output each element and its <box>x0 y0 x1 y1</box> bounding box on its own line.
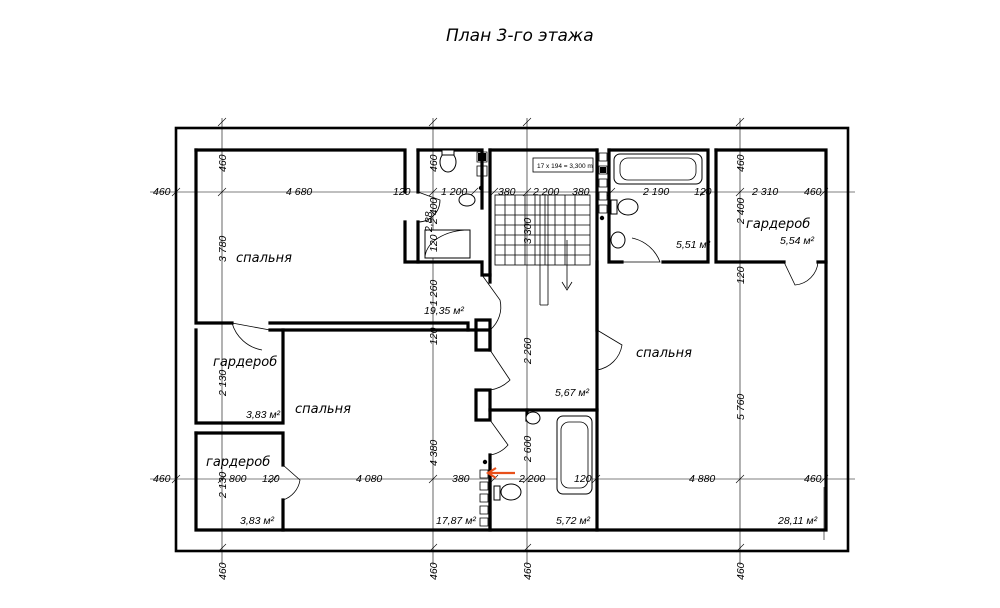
shower-icon <box>424 229 471 259</box>
dim-label: 2 190 <box>642 186 669 198</box>
dim-label: 460 <box>217 154 229 172</box>
fixtures <box>424 149 703 527</box>
dim-label: 120 <box>694 186 712 198</box>
room-area-bedroom-left: 19,35 м² <box>424 305 464 317</box>
dim-label: 120 <box>428 327 440 345</box>
dim-label: 460 <box>153 186 171 198</box>
room-label-bedroom-middle: спальня <box>295 402 351 417</box>
dim-label: 380 <box>498 186 516 198</box>
dim-label: 2 130 <box>217 370 229 397</box>
arrow-icon <box>485 467 515 479</box>
dims-vertical: 460 3 780 2 130 2 130 460 2 400 120 1 26… <box>217 154 747 499</box>
sink-icon <box>525 411 541 425</box>
room-label-wardrobe-right: гардероб <box>746 217 810 232</box>
dim-label: 4 080 <box>356 473 382 485</box>
dim-label: 460 <box>428 562 440 580</box>
dim-label: 120 <box>393 186 411 198</box>
dim-label: 120 <box>262 473 280 485</box>
toilet-icon <box>500 483 522 501</box>
room-area-wardrobe-lower: 3,83 м² <box>240 515 275 527</box>
dim-label: 460 <box>217 562 229 580</box>
dim-label: 2 130 <box>217 472 229 499</box>
room-area-bath-small: 2,88 <box>423 211 435 233</box>
dim-label: 3 300 <box>522 218 534 244</box>
room-area-wardrobe-right: 5,54 м² <box>780 235 815 247</box>
dim-label: 2 400 <box>428 198 440 225</box>
dim-label: 2 310 <box>751 186 778 198</box>
dims-top-row: 460 4 680 120 1 200 380 2 200 380 2 190 … <box>153 186 822 198</box>
dim-label: 460 <box>428 154 440 172</box>
dim-label: 3 780 <box>217 236 229 262</box>
sink-icon <box>610 231 626 249</box>
room-label-wardrobe-lower: гардероб <box>206 455 270 470</box>
outer-boundary <box>174 126 850 553</box>
dim-label: 2 400 <box>735 198 747 225</box>
room-area-wardrobe-upper: 3,83 м² <box>246 409 281 421</box>
room-label-bedroom-right: спальня <box>636 346 692 361</box>
dim-label: 460 <box>153 473 171 485</box>
bathtub-icon <box>556 415 593 495</box>
dims-under: 460 460 460 460 <box>217 562 747 580</box>
dims-bottom-row: 460 800 120 4 080 380 2 200 120 4 880 46… <box>153 473 822 485</box>
dim-label: 4 380 <box>428 440 440 466</box>
room-area-bedroom-middle: 17,87 м² <box>436 515 476 527</box>
dim-label: 1 200 <box>441 186 467 198</box>
plan-title: План 3-го этажа <box>446 26 594 46</box>
dim-label: 2 260 <box>522 338 534 365</box>
room-area-bath-upper: 5,51 м² <box>676 239 711 251</box>
dim-label: 460 <box>522 562 534 580</box>
dim-label: 120 <box>735 266 747 284</box>
dim-label: 380 <box>452 473 470 485</box>
room-label-wardrobe-upper: гардероб <box>213 355 277 370</box>
dim-label: 460 <box>804 473 822 485</box>
dim-label: 460 <box>804 186 822 198</box>
room-area-bath-lower: 5,72 м² <box>556 515 591 527</box>
dim-label: 120 <box>574 473 592 485</box>
dim-label: 460 <box>735 154 747 172</box>
dim-label: 1 260 <box>428 280 440 306</box>
dim-label: 2 200 <box>532 186 559 198</box>
room-area-hall: 5,67 м² <box>555 387 590 399</box>
dim-label: 2 600 <box>522 436 534 463</box>
toilet-icon <box>617 198 639 216</box>
dim-label: 5 760 <box>735 394 747 420</box>
sink-icon <box>458 193 476 207</box>
bathtub-icon <box>613 153 703 185</box>
dim-label: 4 880 <box>689 473 715 485</box>
doors <box>231 191 819 501</box>
room-label-bedroom-left: спальня <box>236 251 292 266</box>
stairs <box>494 157 594 306</box>
dim-label: 800 <box>229 473 247 485</box>
dim-label: 120 <box>428 234 440 252</box>
dim-label: 4 680 <box>286 186 312 198</box>
dim-label: 460 <box>735 562 747 580</box>
dim-label: 2 200 <box>518 473 545 485</box>
room-area-bedroom-right: 28,11 м² <box>777 515 818 527</box>
stair-note: 17 x 194 = 3,300 m <box>537 163 593 170</box>
dim-label: 380 <box>572 186 590 198</box>
